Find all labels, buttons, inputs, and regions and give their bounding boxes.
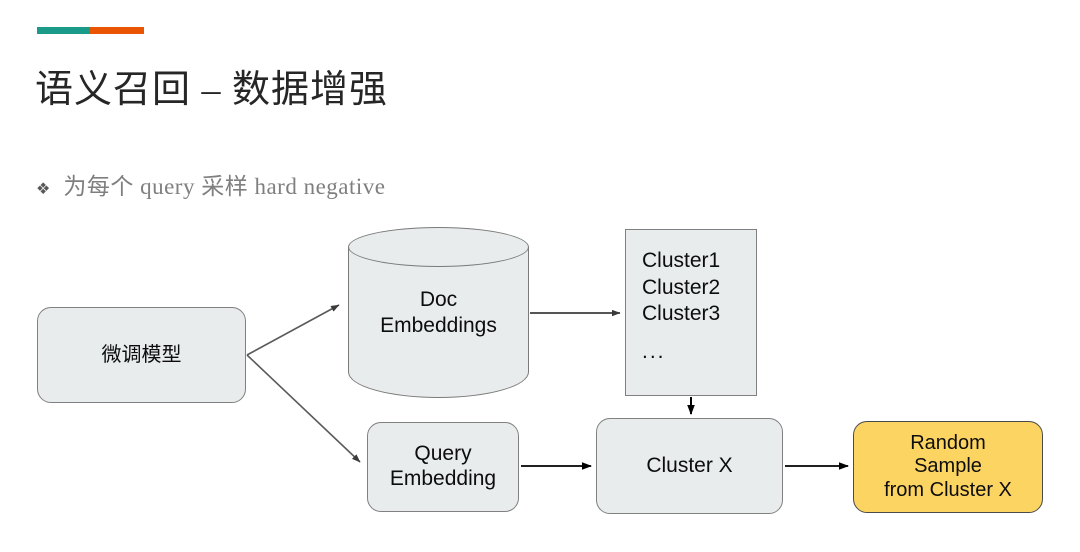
cylinder-body (348, 247, 529, 398)
node-cluster-x-label: Cluster X (646, 453, 733, 477)
edge-finetune-to-doc-embeddings (246, 304, 340, 356)
node-cluster-x[interactable]: Cluster X (596, 418, 783, 514)
node-query-embedding[interactable]: Query Embedding (367, 422, 519, 512)
page-title: 语义召回 – 数据增强 (35, 69, 389, 111)
bullet-item: ❖ 为每个 query 采样 hard negative (36, 167, 386, 201)
node-doc-embeddings-line1: Doc (419, 288, 458, 312)
node-doc-embeddings-label: Doc Embeddings (348, 227, 529, 398)
bullet-text: 为每个 query 采样 hard negative (63, 174, 386, 199)
edge-finetune-to-query-embedding (246, 354, 361, 463)
node-finetune-model[interactable]: 微调模型 (37, 307, 246, 403)
node-query-embedding-line1: Query (414, 442, 472, 466)
node-cluster-list[interactable]: Cluster1 Cluster2 Cluster3 ... (625, 229, 757, 396)
node-doc-embeddings-line2: Embeddings (380, 313, 497, 337)
node-query-embedding-line2: Embedding (389, 467, 497, 490)
accent-bar-orange-segment (90, 27, 144, 34)
cluster-list-item-3: Cluster3 (642, 302, 721, 326)
cluster-list-ellipsis: ... (642, 339, 666, 363)
node-random-sample-line1: Random (910, 431, 986, 454)
node-random-sample[interactable]: Random Sample from Cluster X (853, 421, 1043, 513)
node-random-sample-line2: Sample (914, 455, 982, 478)
cluster-list-item-1: Cluster1 (642, 249, 721, 272)
cylinder-top-ellipse (348, 227, 529, 267)
accent-bar-teal-segment (37, 27, 90, 34)
accent-bar (37, 27, 144, 34)
node-doc-embeddings[interactable]: Doc Embeddings (348, 227, 529, 398)
node-random-sample-line3: from Cluster X (884, 478, 1012, 501)
node-finetune-model-label: 微调模型 (101, 342, 182, 367)
cluster-list-item-2: Cluster2 (642, 275, 721, 299)
bullet-diamond-icon: ❖ (36, 179, 51, 198)
